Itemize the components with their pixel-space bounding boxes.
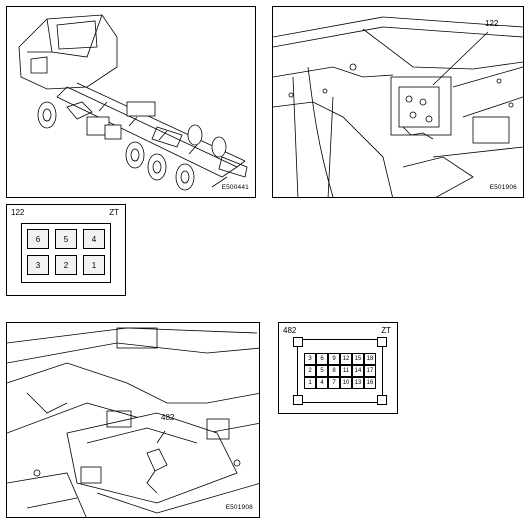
callout-label: 122 xyxy=(485,19,499,28)
pin-cell: 1 xyxy=(83,255,105,275)
pin-cell: 1 xyxy=(304,377,316,389)
connector-latch-right-bottom xyxy=(377,395,387,405)
pin-cell: 12 xyxy=(340,353,352,365)
truck-illustration-panel: E500441 xyxy=(6,6,256,198)
pin-cell: 4 xyxy=(316,377,328,389)
pin-cell: 5 xyxy=(316,365,328,377)
pin-cell: 2 xyxy=(304,365,316,377)
connector-tag: ZT xyxy=(109,208,119,217)
pin-cell: 8 xyxy=(328,365,340,377)
pin-cell: 18 xyxy=(364,353,376,365)
pin-cell: 14 xyxy=(352,365,364,377)
pin-cell: 13 xyxy=(352,377,364,389)
connector-latch-left xyxy=(293,337,303,347)
figure-code: E501908 xyxy=(225,504,253,511)
connector-latch-right xyxy=(377,337,387,347)
callout-label: 482 xyxy=(161,413,175,422)
chassis-detail-drawing xyxy=(7,327,259,517)
connector-body: 3 6 9 12 15 18 2 5 8 11 14 17 1 4 7 10 1… xyxy=(293,337,387,405)
pin-cell: 6 xyxy=(316,353,328,365)
pin-cell: 10 xyxy=(340,377,352,389)
figure-code: E500441 xyxy=(221,184,249,191)
connector-location-drawing xyxy=(273,16,523,197)
pin-cell: 15 xyxy=(352,353,364,365)
truck-chassis-drawing xyxy=(18,14,248,191)
connector-label: 482 xyxy=(283,326,297,335)
connector-latch-left-bottom xyxy=(293,395,303,405)
pin-cell: 6 xyxy=(27,229,49,249)
pin-cell: 3 xyxy=(304,353,316,365)
pin-cell: 16 xyxy=(364,377,376,389)
connector-body: 6 5 4 3 2 1 xyxy=(21,223,111,283)
connector-label: 122 xyxy=(11,208,25,217)
pin-cell: 11 xyxy=(340,365,352,377)
connector-122-panel: 122 ZT 6 5 4 3 2 1 xyxy=(6,204,126,296)
pin-cell: 7 xyxy=(328,377,340,389)
pin-cell: 5 xyxy=(55,229,77,249)
pin-cell: 3 xyxy=(27,255,49,275)
connector-tag: ZT xyxy=(381,326,391,335)
connector-482-panel: 482 ZT 3 6 9 12 15 18 2 5 8 11 14 17 1 4… xyxy=(278,322,398,414)
pin-cell: 2 xyxy=(55,255,77,275)
pin-cell: 4 xyxy=(83,229,105,249)
pin-cell: 17 xyxy=(364,365,376,377)
connector-location-panel: 122 E501906 xyxy=(272,6,524,198)
figure-code: E501906 xyxy=(489,184,517,191)
chassis-detail-panel: 482 E501908 xyxy=(6,322,260,518)
pin-cell: 9 xyxy=(328,353,340,365)
